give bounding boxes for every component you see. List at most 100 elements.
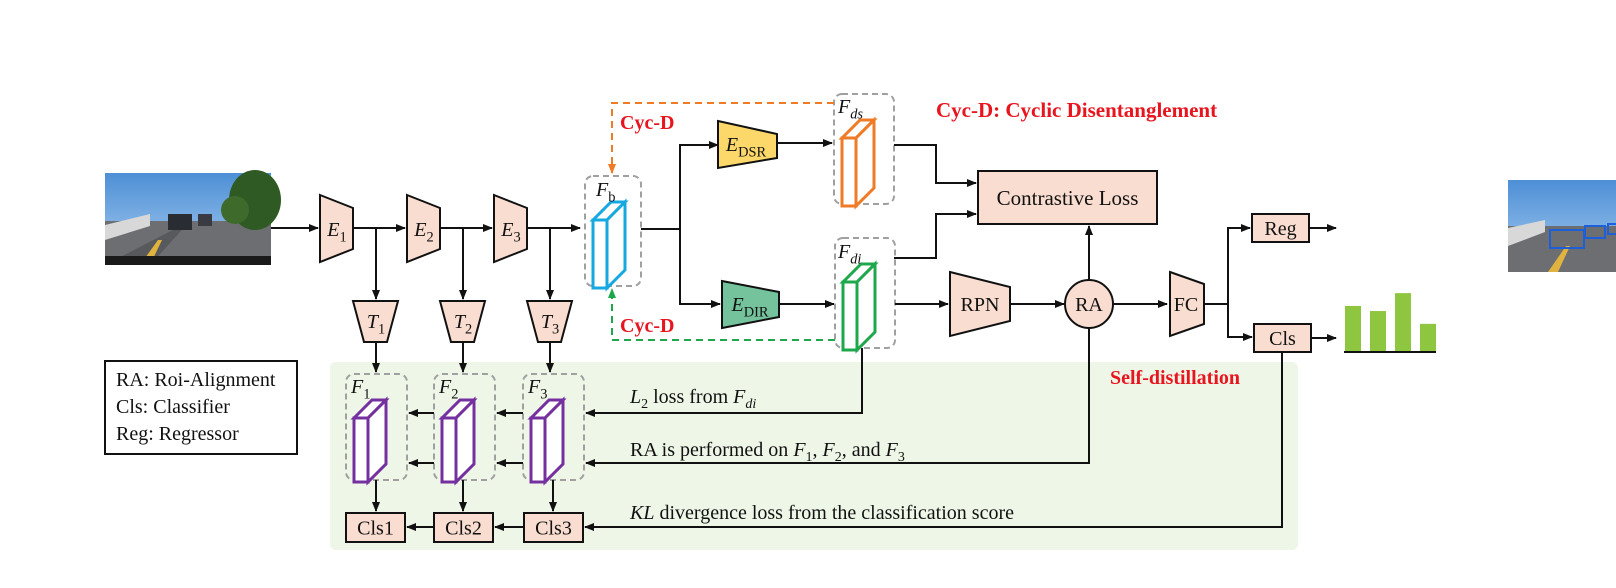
feature-fdi-cuboid xyxy=(839,260,879,354)
feature-f2-cuboid xyxy=(438,396,478,486)
f2-label: F2 xyxy=(438,376,458,403)
l2-loss-part: 2 xyxy=(641,397,648,412)
feature-f1-side xyxy=(366,396,388,486)
feature-f3-front xyxy=(529,416,547,484)
rpn-label: RPN xyxy=(961,294,1000,316)
kl-loss-text: divergence loss from the classification … xyxy=(654,502,1014,524)
arrow-fc-cls xyxy=(1227,304,1253,341)
feature-fb-cuboid xyxy=(589,198,629,292)
feature-fb-front xyxy=(591,218,609,290)
e1-label-base: E xyxy=(326,219,339,241)
cyc-arrow-top xyxy=(608,102,834,174)
score-bar xyxy=(1420,323,1436,352)
ra-loss-part: , and xyxy=(842,439,886,461)
t2-label-base: T xyxy=(454,311,467,333)
feature-fb-side xyxy=(605,198,627,292)
arrow-fb-dir xyxy=(679,229,721,308)
legend-item: Cls: Classifier xyxy=(116,396,230,418)
fb-label-sub: b xyxy=(608,190,615,206)
e2-label: E2 xyxy=(413,219,433,246)
cls-head xyxy=(345,512,406,543)
score-bar xyxy=(1395,293,1411,352)
cyc-arrow-bottom xyxy=(608,288,835,341)
fdi-label-base: F xyxy=(837,241,851,263)
f3-label-sub: 3 xyxy=(540,387,547,403)
legend-item: RA: Roi-Alignment xyxy=(116,369,276,391)
fds-label-base: F xyxy=(837,96,851,118)
feature-f3-cuboid xyxy=(527,396,567,486)
fds-label: Fds xyxy=(837,96,863,123)
arrow-fdi-contrastive xyxy=(894,210,977,259)
feature-fdi-frame xyxy=(834,237,896,349)
feature-fdi-front xyxy=(841,280,859,352)
l2-loss-part: loss from xyxy=(648,386,733,408)
cls-box-label: Cls xyxy=(1269,328,1296,350)
l2-loss-part: di xyxy=(745,397,756,412)
e1-label-sub: 1 xyxy=(340,230,347,246)
t2-label-sub: 2 xyxy=(465,322,472,338)
ra-loss-part: 2 xyxy=(835,450,842,465)
e3-label-sub: 3 xyxy=(514,230,521,246)
cls-head xyxy=(433,512,494,543)
contrastive-loss-box xyxy=(977,170,1158,225)
transfer-t1 xyxy=(351,300,400,343)
arrow-fds-contrastive xyxy=(894,144,977,187)
cyc-label-top: Cyc-D xyxy=(620,112,674,134)
arrow-fb-dsr xyxy=(641,141,719,230)
reg-box-label: Reg xyxy=(1264,218,1296,240)
dir-label: EDIR xyxy=(730,294,768,321)
ra-loss-part: 3 xyxy=(898,450,905,465)
rpn-module xyxy=(949,270,1011,338)
l2-loss-part: F xyxy=(732,386,746,408)
detection-box xyxy=(1607,223,1616,235)
kl-loss-label: KL divergence loss from the classificati… xyxy=(629,502,1014,524)
output-guardrail xyxy=(1508,220,1545,246)
t2-label: T2 xyxy=(454,311,472,338)
feature-f1-front xyxy=(352,416,370,484)
arrow-fc-reg xyxy=(1204,224,1251,305)
feature-fds-front xyxy=(840,136,858,208)
dsr-label-sub: DSR xyxy=(738,145,766,161)
e2-label-base: E xyxy=(413,219,426,241)
t3-label-sub: 3 xyxy=(552,322,559,338)
f2-label-base: F xyxy=(438,376,452,398)
kl-loss-term: KL xyxy=(629,502,654,524)
legend-box xyxy=(104,360,298,455)
transfer-t3 xyxy=(525,300,574,343)
fdi-label: Fdi xyxy=(837,241,861,268)
t1-label-base: T xyxy=(367,311,380,333)
f3-label: F3 xyxy=(527,376,547,403)
feature-f1-cuboid xyxy=(350,396,390,486)
arrow-kl-loss xyxy=(584,352,1283,531)
ra-loss-part: F xyxy=(885,439,899,461)
fdi-label-sub: di xyxy=(850,252,861,268)
encoder-e2 xyxy=(406,193,441,264)
self-distillation-label: Self-distillation xyxy=(1110,367,1240,389)
f1-label: F1 xyxy=(350,376,370,403)
l2-loss-part: L xyxy=(629,386,641,408)
l2-loss-label: L2 loss from Fdi xyxy=(629,386,756,412)
cls-head-label: Cls3 xyxy=(535,518,572,540)
diagram-title: Cyc-D: Cyclic Disentanglement xyxy=(936,98,1217,122)
cls-head-label: Cls2 xyxy=(445,518,482,540)
score-bar xyxy=(1345,305,1361,352)
fb-label: Fb xyxy=(595,179,615,206)
arrow-ra-loss xyxy=(585,328,1090,467)
encoder-dir xyxy=(721,279,780,330)
f1-label-base: F xyxy=(350,376,364,398)
t3-label: T3 xyxy=(541,311,559,338)
class-score-chart xyxy=(1344,293,1436,353)
feature-f2-side xyxy=(454,396,476,486)
ra-loss-part: RA is performed on xyxy=(630,439,793,461)
feature-f3-side xyxy=(543,396,565,486)
ra-loss-part: 1 xyxy=(806,450,813,465)
dir-label-base: E xyxy=(730,294,743,316)
arrow-l2-loss xyxy=(585,348,863,417)
ra-loss-part: F xyxy=(792,439,806,461)
ra-label: RA xyxy=(1075,294,1103,316)
self-distillation-region xyxy=(330,362,1298,550)
cls-box xyxy=(1253,323,1312,353)
feature-fb-frame xyxy=(584,175,642,287)
input-image xyxy=(105,170,281,265)
t1-label: T1 xyxy=(367,311,385,338)
